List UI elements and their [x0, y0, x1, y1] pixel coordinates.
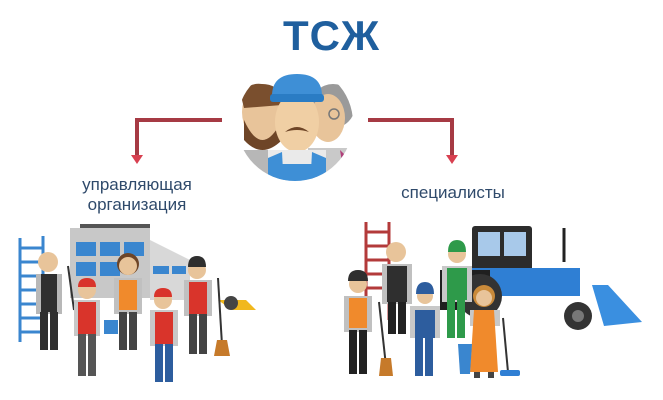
management-company-label: управляющая организация — [70, 175, 204, 215]
specialists-workers-icon — [344, 222, 642, 378]
management-company-workers-icon — [18, 224, 256, 382]
management-company-label-line2: организация — [87, 195, 187, 214]
page-title: ТСЖ — [283, 12, 380, 59]
right-arrow — [368, 118, 458, 164]
residents-group-icon — [237, 65, 353, 181]
management-company-label-line1: управляющая — [82, 175, 192, 194]
left-arrow — [131, 118, 222, 164]
specialists-label: специалисты — [401, 183, 505, 202]
